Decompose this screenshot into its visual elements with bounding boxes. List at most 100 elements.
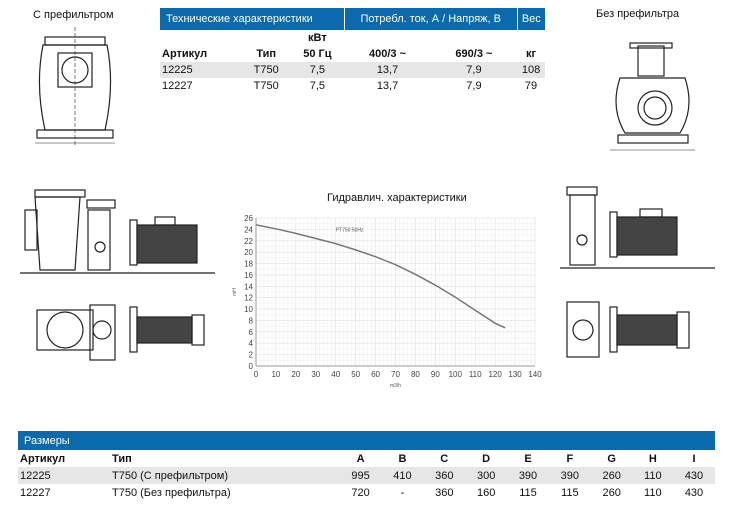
chart-title: Гидравлич. характеристики <box>327 192 467 204</box>
x-tick-label: 60 <box>371 370 380 379</box>
cell: T750 <box>241 62 291 78</box>
cell: T750 (Без префильтра) <box>112 486 231 499</box>
cell: 995 <box>339 467 382 484</box>
cell: 110 <box>644 486 662 499</box>
current-header: Потребл. ток, А / Напряж, В <box>344 8 518 30</box>
x-tick-label: 80 <box>411 370 420 379</box>
cell: 115 <box>561 486 579 499</box>
y-tick-label: 20 <box>244 248 253 257</box>
cell: T750 (С префильтром) <box>110 467 340 484</box>
col-0: Артикул <box>20 452 66 465</box>
y-tick-label: 10 <box>244 305 253 314</box>
cell: 7,5 <box>290 62 345 78</box>
cell: - <box>400 486 405 499</box>
cell: 410 <box>381 467 424 484</box>
cell: 7,9 <box>466 80 482 92</box>
y-axis-label: mH <box>232 288 238 296</box>
col-6: E <box>524 452 532 465</box>
x-tick-label: 20 <box>291 370 300 379</box>
table-row: 12227 T750 (Без префильтра) 720 - 360 160 115 1… <box>18 484 715 501</box>
cell: 160 <box>476 486 496 499</box>
weight-header: Вес <box>521 13 541 25</box>
x-axis-label: m3/h <box>390 383 401 389</box>
cell: 390 <box>548 467 591 484</box>
cell: 115 <box>519 486 537 499</box>
cell: T750 <box>253 80 279 92</box>
col-5: D <box>482 452 491 465</box>
x-tick-label: 100 <box>449 370 463 379</box>
cell: 13,7 <box>376 80 399 92</box>
cell: 360 <box>435 486 454 499</box>
y-tick-label: 16 <box>244 271 253 280</box>
cell: 260 <box>590 467 633 484</box>
cell: 360 <box>423 467 466 484</box>
y-tick-label: 14 <box>244 282 253 291</box>
y-tick-label: 0 <box>249 362 254 371</box>
label-without-prefilter: Без префильтра <box>596 8 680 20</box>
y-tick-label: 4 <box>249 339 254 348</box>
cell: 12225 <box>160 62 242 78</box>
cell: 7,9 <box>430 62 518 78</box>
x-tick-label: 0 <box>254 370 259 379</box>
table-row: 12227 T750 7,5 13,7 7,9 79 <box>160 78 545 94</box>
cell: 300 <box>465 467 508 484</box>
col-type: Тип <box>256 48 277 60</box>
col-weight: кг <box>526 48 537 60</box>
x-tick-label: 40 <box>331 370 340 379</box>
y-tick-label: 18 <box>244 260 253 269</box>
cell: 260 <box>602 486 621 499</box>
col-690: 690/3 ~ <box>455 48 493 60</box>
cell: 110 <box>632 467 673 484</box>
cell: 390 <box>507 467 549 484</box>
col-8: G <box>607 452 616 465</box>
x-tick-label: 10 <box>271 370 280 379</box>
x-tick-label: 50 <box>351 370 360 379</box>
series-line <box>255 224 506 329</box>
label-with-prefilter: С префильтром <box>33 9 114 21</box>
tech-header: Технические характеристики <box>160 8 345 30</box>
col-1: Тип <box>112 452 132 465</box>
tech-specs-table: Технические характеристики Потребл. ток,… <box>160 8 545 94</box>
col-10: I <box>692 452 696 465</box>
x-tick-label: 30 <box>311 370 320 379</box>
cell: 13,7 <box>344 62 431 78</box>
cell: 430 <box>684 486 704 499</box>
x-tick-label: 70 <box>391 370 400 379</box>
side-view-no-prefilter-drawing <box>560 186 715 358</box>
cell: 12227 <box>20 486 51 499</box>
x-tick-label: 90 <box>431 370 440 379</box>
col-4: C <box>440 452 449 465</box>
x-tick-label: 110 <box>469 370 482 379</box>
y-tick-label: 24 <box>244 225 253 234</box>
col-400: 400/3 ~ <box>369 48 407 60</box>
cell: 720 <box>351 486 370 499</box>
front-view-no-prefilter-drawing <box>610 42 695 151</box>
y-tick-label: 22 <box>244 237 253 246</box>
col-power: 50 Гц <box>303 48 332 60</box>
cell: 7,5 <box>309 80 326 92</box>
y-tick-label: 8 <box>249 316 254 325</box>
series-label: PT750 50Hz <box>336 227 364 233</box>
cell: 108 <box>517 62 545 78</box>
power-unit: кВт <box>308 32 327 44</box>
x-tick-label: 120 <box>488 370 502 379</box>
front-view-prefilter-drawing <box>35 27 115 145</box>
side-view-prefilter-drawing <box>20 189 215 361</box>
cell: 12225 <box>18 467 111 484</box>
cell: 430 <box>672 467 715 484</box>
x-tick-label: 140 <box>528 370 542 379</box>
x-tick-label: 130 <box>508 370 522 379</box>
col-article: Артикул <box>162 48 208 60</box>
cell: 12227 <box>162 80 193 92</box>
cell: 79 <box>524 80 538 92</box>
y-tick-label: 12 <box>244 294 253 303</box>
y-tick-label: 2 <box>249 351 254 360</box>
col-7: F <box>566 452 574 465</box>
y-tick-label: 6 <box>249 328 254 337</box>
col-2: A <box>356 452 365 465</box>
y-tick-label: 26 <box>244 214 253 223</box>
